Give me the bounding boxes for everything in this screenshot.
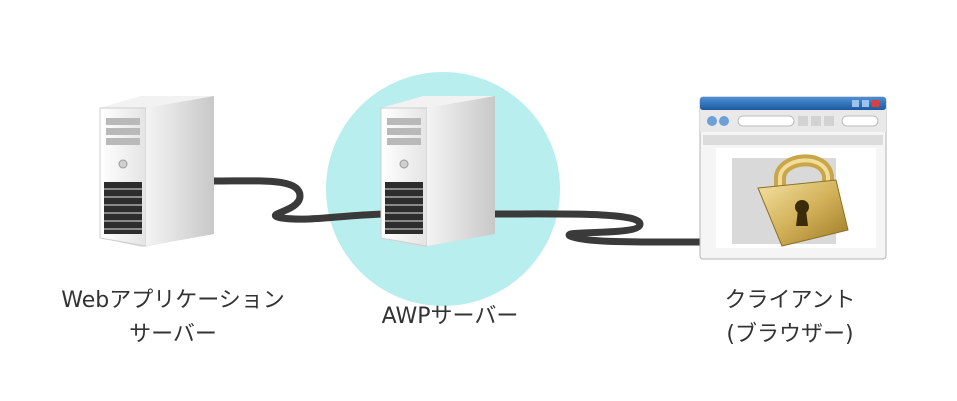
awp-server-icon	[380, 96, 495, 247]
client-label-line1: クライアント	[724, 288, 856, 313]
awp-server-label: AWPサーバー	[350, 300, 550, 334]
awp-server-label-text: AWPサーバー	[381, 304, 519, 329]
padlock-icon	[757, 154, 849, 247]
client-label: クライアント (ブラウザー)	[690, 284, 890, 352]
web-server-icon	[99, 96, 214, 247]
connection-web-to-awp	[210, 177, 394, 223]
web-server-label-line1: Webアプリケーション	[61, 288, 285, 313]
web-server-label-line2: サーバー	[129, 322, 217, 347]
web-server-label: Webアプリケーション サーバー	[28, 284, 318, 352]
connection-awp-to-client	[491, 210, 704, 246]
client-label-line2: (ブラウザー)	[726, 322, 854, 347]
